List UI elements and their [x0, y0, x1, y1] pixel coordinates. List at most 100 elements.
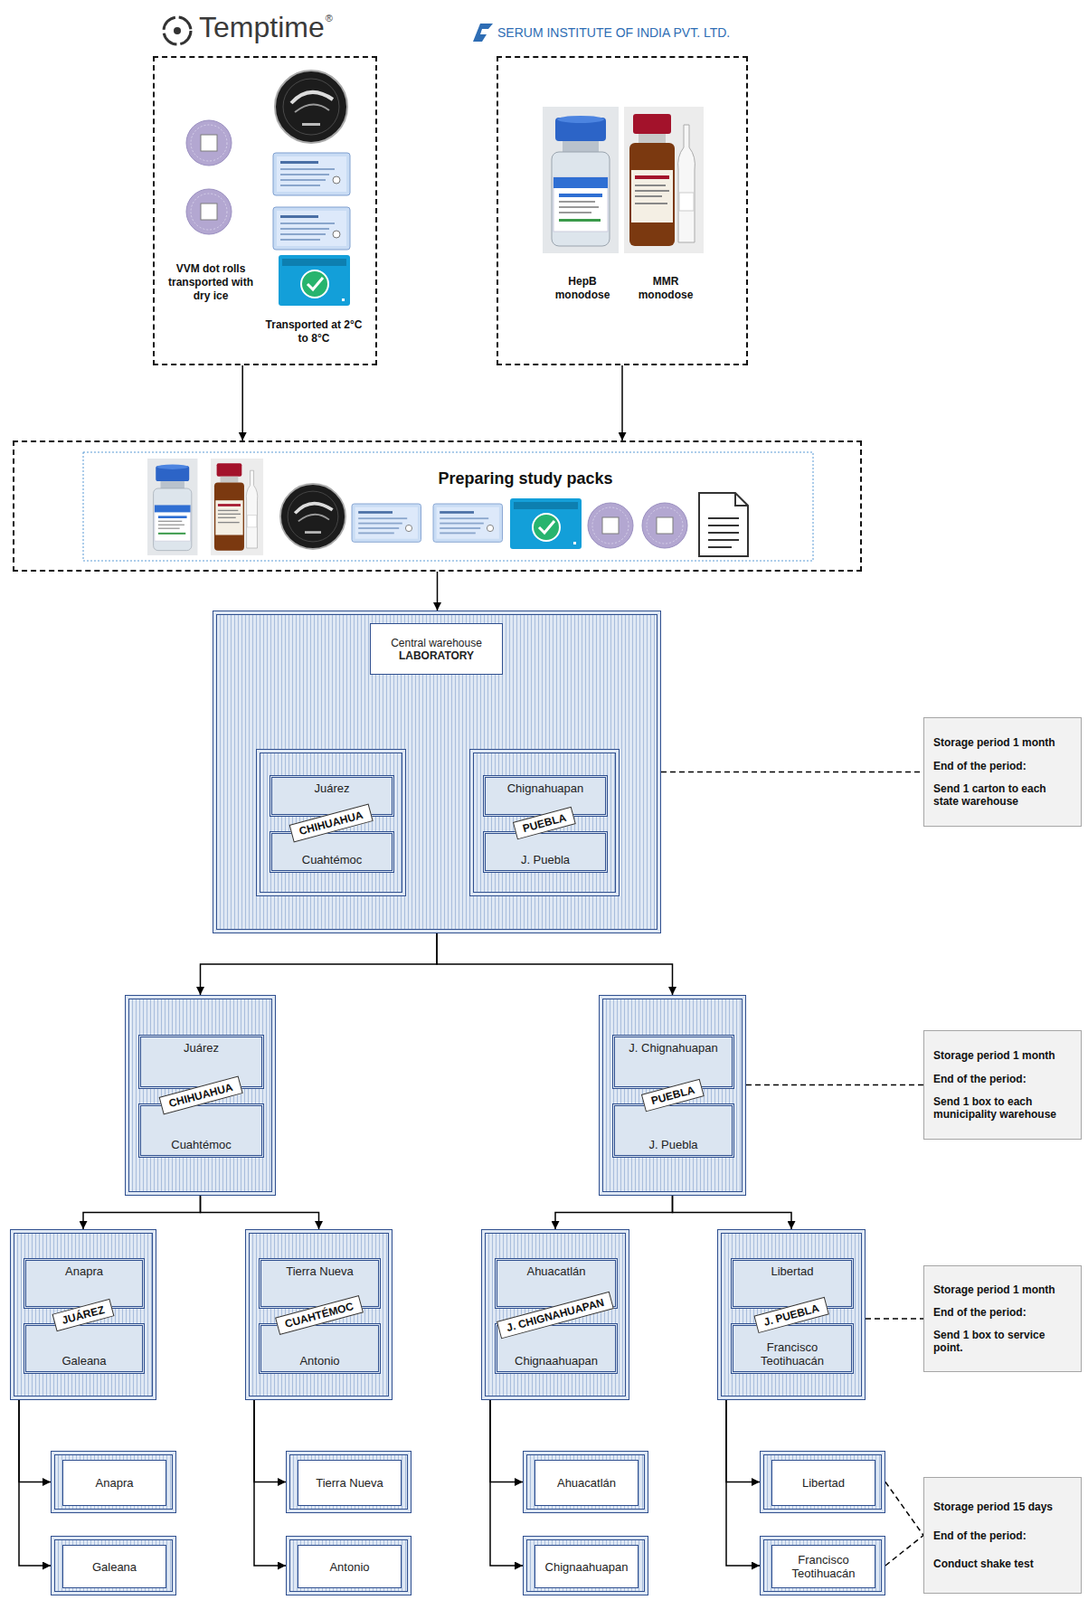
logger-disk: [274, 70, 348, 143]
note-text: Send 1 box to each municipality warehous…: [933, 1095, 1072, 1121]
supplier-box: HepB monodose MMR monodose: [496, 56, 748, 366]
box-label: Anapra: [95, 1475, 134, 1490]
flow-arrow: [18, 1400, 51, 1483]
service-point-box: Antonio: [285, 1535, 412, 1596]
flow-arrow: [18, 1400, 51, 1566]
location-box: Antonio: [258, 1323, 381, 1374]
flow-arrow: [672, 1195, 793, 1230]
box-label: Transported at 2°C to 8°C: [264, 318, 364, 346]
warehouse-box: ChignahuapanJ. PueblaPUEBLA: [469, 748, 620, 897]
storage-note: Storage period 1 monthEnd of the period:…: [923, 1265, 1082, 1372]
flow-arrow: [726, 1400, 760, 1483]
box-label: Central warehouse: [390, 636, 483, 650]
box-label: J. Puebla: [648, 1137, 698, 1152]
location-box: Francisco Teotihuacán: [730, 1323, 854, 1374]
box-label: Tierra Nueva: [285, 1264, 354, 1278]
storage-note: Storage period 1 monthEnd of the period:…: [923, 717, 1082, 827]
note-text: Storage period 1 month: [933, 1049, 1072, 1062]
box-label: Anapra: [65, 1264, 104, 1278]
label-plate: Ahuacatlán: [534, 1459, 639, 1506]
brand-logo-text: Temptime: [198, 10, 325, 45]
hepb-vial: [542, 106, 619, 254]
freeze-indicator: [278, 255, 351, 306]
box-label: Libertad: [802, 1475, 845, 1490]
note-text: Send 1 carton to each state warehouse: [933, 782, 1072, 808]
dashed-leader: [865, 1317, 924, 1320]
flow-arrow: [254, 1400, 286, 1483]
indicator-card: [351, 503, 422, 542]
location-box: J. Puebla: [612, 1103, 735, 1158]
location-box: Cuahtémoc: [138, 1103, 265, 1158]
service-point-box: Chignaahuapan: [522, 1535, 649, 1596]
flow-arrow: [241, 365, 244, 441]
service-point-box: Tierra Nueva: [285, 1450, 412, 1514]
label-plate: Chignaahuapan: [534, 1544, 639, 1589]
storage-note: Storage period 1 monthEnd of the period:…: [923, 1030, 1082, 1140]
box-label: Juárez: [183, 1040, 219, 1055]
note-text: Send 1 box to service point.: [933, 1328, 1072, 1354]
indicator-card: [273, 207, 351, 250]
label-plate: Antonio: [297, 1544, 402, 1589]
box-label: Francisco Teotihuacán: [775, 1552, 871, 1580]
logger-disk: [280, 483, 346, 549]
flow-arrow: [200, 933, 438, 995]
note-text: End of the period:: [933, 1529, 1072, 1543]
mmr-vial: [624, 106, 704, 254]
box-label: Preparing study packs: [389, 468, 662, 490]
service-point-box: Anapra: [50, 1450, 177, 1514]
warehouse-box: Tierra NuevaAntonioCUAHTÉMOC: [245, 1229, 393, 1401]
warehouse-box: JuárezCuahtémocCHIHUAHUA: [124, 994, 276, 1196]
location-box: Galeana: [23, 1323, 145, 1374]
location-box: Anapra: [23, 1258, 145, 1309]
box-label: Galeana: [92, 1560, 137, 1574]
serum-logo: [473, 23, 493, 42]
flow-arrow: [555, 1195, 673, 1230]
box-label: HepB monodose: [546, 274, 619, 303]
warehouse-box: LibertadFrancisco TeotihuacánJ. PUEBLA: [717, 1229, 866, 1401]
location-box: Tierra Nueva: [258, 1258, 381, 1309]
location-box: Juárez: [269, 775, 395, 817]
label-plate: Central warehouseLABORATORY: [369, 623, 503, 675]
note-text: Storage period 15 days: [933, 1500, 1072, 1514]
warehouse-box: AhuacatlánChignaahuapanJ. CHIGNAHUAPAN: [481, 1229, 630, 1401]
indicator-card: [273, 152, 351, 196]
document-icon: [699, 492, 748, 557]
mmr-vial: [210, 458, 264, 556]
box-label: Cuahtémoc: [302, 852, 362, 867]
note-text: End of the period:: [933, 1072, 1072, 1086]
warehouse-box: J. ChignahuapanJ. PueblaPUEBLA: [598, 994, 747, 1196]
note-text: End of the period:: [933, 1305, 1072, 1319]
vvm-dot: [186, 120, 232, 166]
location-box: J. Chignahuapan: [612, 1034, 735, 1089]
location-box: Cuahtémoc: [269, 831, 395, 873]
service-point-box: Libertad: [759, 1450, 886, 1514]
label-plate: Francisco Teotihuacán: [771, 1544, 876, 1589]
box-label: Juárez: [313, 781, 350, 795]
label-plate: Anapra: [62, 1459, 167, 1506]
box-label: MMR monodose: [629, 274, 702, 303]
box-label: Libertad: [771, 1264, 814, 1278]
label-plate: Tierra Nueva: [297, 1459, 402, 1506]
flow-arrow: [254, 1400, 286, 1566]
dashed-leader: [661, 771, 924, 774]
box-label: Cuahtémoc: [170, 1137, 231, 1152]
flow-arrow: [200, 1195, 320, 1230]
box-label: J. Chignahuapan: [628, 1040, 718, 1055]
temptime-logo: [163, 17, 191, 45]
flow-arrow: [83, 1195, 201, 1230]
brand-logo-text: SERUM INSTITUTE OF INDIA PVT. LTD.: [497, 25, 730, 40]
note-text: Storage period 1 month: [933, 1283, 1072, 1297]
note-text: Conduct shake test: [933, 1557, 1072, 1571]
indicator-card: [433, 503, 503, 542]
box-label: VVM dot rolls transported with dry ice: [161, 262, 260, 303]
dashed-leader: [885, 1535, 924, 1567]
hepb-vial: [147, 458, 198, 556]
flow-arrow: [490, 1400, 523, 1483]
flow-arrow: [436, 933, 673, 995]
vvm-dot: [587, 502, 634, 549]
registered-mark: ®: [325, 12, 333, 24]
box-label: Francisco Teotihuacán: [737, 1340, 848, 1368]
flow-arrow: [436, 571, 439, 611]
note-text: Storage period 1 month: [933, 736, 1072, 749]
service-point-box: Galeana: [50, 1535, 177, 1596]
